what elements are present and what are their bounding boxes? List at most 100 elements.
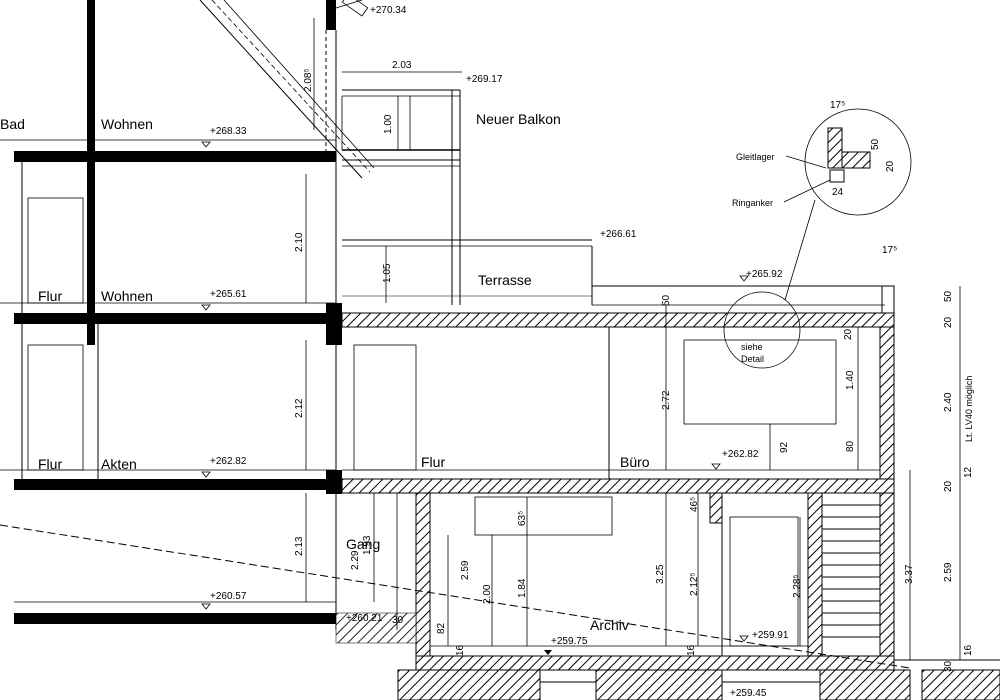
wall-exterior-low xyxy=(326,303,342,345)
dim-105: 1.05 xyxy=(382,263,393,283)
level-25945: +259.45 xyxy=(730,688,767,699)
note-detail: Detail xyxy=(741,354,764,364)
dim-92: 92 xyxy=(779,441,790,453)
mid-slab xyxy=(341,478,895,494)
note-ringanker: Ringanker xyxy=(732,198,773,208)
dim-20-detail: 20 xyxy=(885,160,896,172)
basement-wall-mid xyxy=(709,492,723,524)
door-flur-new xyxy=(353,344,417,471)
door-archiv xyxy=(729,516,799,647)
dim-259: 2.59 xyxy=(460,560,471,580)
dim-20-roof: 20 xyxy=(843,328,854,340)
slab-mid xyxy=(14,313,336,324)
dim-140: 1.40 xyxy=(845,370,856,390)
dim-210: 2.10 xyxy=(294,232,305,252)
level-25991: +259.91 xyxy=(752,630,789,641)
roof-slab xyxy=(341,312,895,328)
stair-block xyxy=(821,492,881,657)
level-26282-left: +262.82 xyxy=(210,456,247,467)
slab-low xyxy=(14,479,336,490)
window-buero xyxy=(683,339,837,425)
dim-2085: 2.08⁵ xyxy=(303,68,314,92)
dim-2125: 2.12⁵ xyxy=(689,572,700,596)
level-25975: +259.75 xyxy=(551,636,588,647)
note-siehe: siehe xyxy=(741,342,763,352)
wall-exterior-upper xyxy=(326,0,336,30)
level-26282-right: +262.82 xyxy=(722,449,759,460)
right-wall-lower xyxy=(879,492,895,657)
basement-wall-left xyxy=(415,492,431,657)
dim-635: 63⁵ xyxy=(517,511,528,526)
dim-right-20b: 20 xyxy=(943,480,954,492)
level-26917: +269.17 xyxy=(466,74,503,85)
label-flur-low: Flur xyxy=(38,456,62,472)
label-flur-mid: Flur xyxy=(38,288,62,304)
dim-200: 2.00 xyxy=(482,584,493,604)
label-akten: Akten xyxy=(101,456,137,472)
note-lv40: Lt. LV40 möglich xyxy=(964,376,974,442)
label-bad: Bad xyxy=(0,116,25,132)
basement-floor xyxy=(415,655,895,671)
dim-212: 2.12 xyxy=(294,398,305,418)
dim-2285: 2.28⁵ xyxy=(792,574,803,598)
label-archiv: Archiv xyxy=(590,617,629,633)
dim-203: 2.03 xyxy=(392,60,412,71)
dim-325: 3.25 xyxy=(655,564,666,584)
foundation-1 xyxy=(397,669,541,700)
level-26661: +266.61 xyxy=(600,229,637,240)
column-interior xyxy=(87,0,95,345)
dim-24-detail: 24 xyxy=(832,187,844,198)
foundation-2 xyxy=(595,669,723,700)
foundation-4 xyxy=(921,669,1000,700)
level-26057: +260.57 xyxy=(210,591,247,602)
dim-193: 1.93 xyxy=(362,535,373,555)
dim-16b: 16 xyxy=(686,644,697,656)
note-gleitlager: Gleitlager xyxy=(736,152,775,162)
label-buero: Büro xyxy=(620,454,650,470)
label-neuer-balkon: Neuer Balkon xyxy=(476,111,561,127)
dim-465: 46⁵ xyxy=(689,497,700,512)
dim-213: 2.13 xyxy=(294,536,305,556)
dim-337: 3.37 xyxy=(904,564,915,584)
dim-16a: 16 xyxy=(455,644,466,656)
dim-right-16: 16 xyxy=(963,644,974,656)
dim-50-roof: 50 xyxy=(661,294,672,306)
detail-circle-small xyxy=(723,291,801,369)
dim-272: 2.72 xyxy=(661,390,672,410)
dim-right-240: 2.40 xyxy=(943,392,954,412)
dim-right-259: 2.59 xyxy=(943,562,954,582)
level-26021: +260.21 xyxy=(346,613,383,624)
label-flur-new: Flur xyxy=(421,454,445,470)
level-26833: +268.33 xyxy=(210,126,247,137)
dim-50-detail: 50 xyxy=(870,138,881,150)
dim-175-detail: 17⁵ xyxy=(830,100,845,111)
foundation-3 xyxy=(819,669,911,700)
level-27034: +270.34 xyxy=(370,5,407,16)
dim-82: 82 xyxy=(436,622,447,634)
slab-bottom xyxy=(14,613,336,624)
label-terrasse: Terrasse xyxy=(478,272,532,288)
label-wohnen-mid: Wohnen xyxy=(101,288,153,304)
wall-exterior-low2 xyxy=(326,470,342,494)
dim-100: 1.00 xyxy=(383,114,394,134)
basement-wall-right xyxy=(807,492,823,657)
slab-top xyxy=(14,151,336,162)
level-26561: +265.61 xyxy=(210,289,247,300)
wall-exterior-mid xyxy=(326,151,336,162)
label-gang: Gang xyxy=(346,536,380,552)
window-archiv xyxy=(474,496,613,536)
dim-184: 1.84 xyxy=(517,578,528,598)
dim-right-12: 12 xyxy=(963,466,974,478)
dim-80: 80 xyxy=(845,440,856,452)
dim-right-30: 30 xyxy=(943,660,954,672)
dim-175-right: 17⁵ xyxy=(882,245,897,256)
dim-right-20a: 20 xyxy=(943,316,954,328)
right-wall-upper xyxy=(879,326,895,480)
dim-right-50: 50 xyxy=(943,290,954,302)
detail-profile xyxy=(827,127,871,183)
door-top-left xyxy=(27,197,84,304)
door-mid-left xyxy=(27,344,84,471)
dim-30: 30 xyxy=(392,615,404,626)
